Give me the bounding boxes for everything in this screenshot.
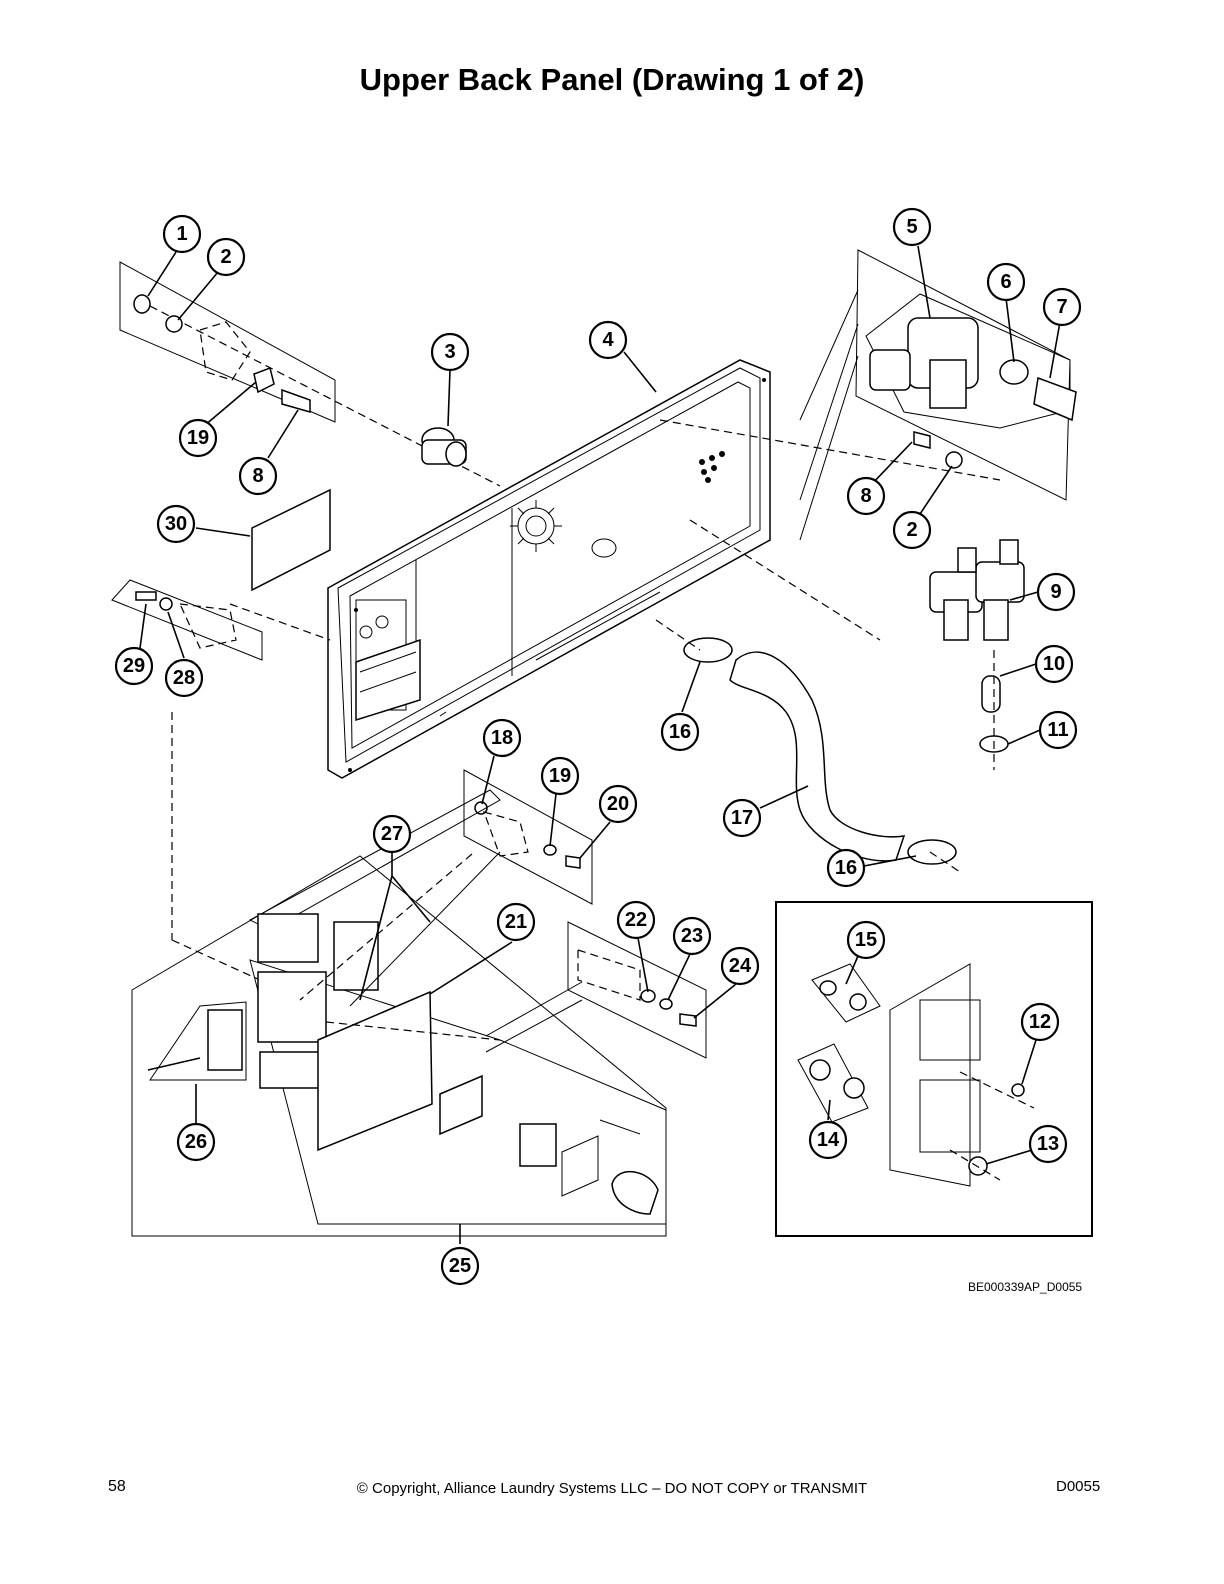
exploded-group-18-20 xyxy=(463,769,593,905)
footer-doc-code: D0055 xyxy=(1056,1478,1101,1495)
callout-12: 12 xyxy=(1020,1002,1060,1042)
svg-text:28: 28 xyxy=(173,667,195,689)
svg-text:24: 24 xyxy=(729,955,752,977)
callout-22: 22 xyxy=(616,900,656,940)
svg-text:5: 5 xyxy=(906,216,917,238)
part-knob xyxy=(421,427,467,467)
callout-13: 13 xyxy=(1028,1124,1068,1164)
svg-text:9: 9 xyxy=(1050,581,1061,603)
back-panel xyxy=(327,359,771,779)
callout-19: 19 xyxy=(178,418,218,458)
exploded-group-switch-assembly xyxy=(131,789,667,1237)
callout-16: 16 xyxy=(826,848,866,888)
callout-25: 25 xyxy=(440,1246,480,1286)
svg-text:12: 12 xyxy=(1029,1011,1051,1033)
part-tube xyxy=(981,675,1001,713)
callout-14: 14 xyxy=(808,1120,848,1160)
svg-text:25: 25 xyxy=(449,1255,471,1277)
callout-1: 1 xyxy=(162,214,202,254)
callout-15: 15 xyxy=(846,920,886,960)
callout-24: 24 xyxy=(720,946,760,986)
callout-11: 11 xyxy=(1038,710,1078,750)
svg-text:26: 26 xyxy=(185,1131,207,1153)
svg-text:6: 6 xyxy=(1000,271,1011,293)
footer-page-number: 58 xyxy=(108,1478,126,1495)
svg-text:7: 7 xyxy=(1056,296,1067,318)
svg-text:8: 8 xyxy=(252,465,263,487)
svg-text:14: 14 xyxy=(817,1129,840,1151)
part-hose xyxy=(655,619,961,873)
svg-text:15: 15 xyxy=(855,929,877,951)
callout-2: 2 xyxy=(206,237,246,277)
callout-3: 3 xyxy=(430,332,470,372)
callout-7: 7 xyxy=(1042,287,1082,327)
svg-text:8: 8 xyxy=(860,485,871,507)
callout-27: 27 xyxy=(372,814,412,854)
callouts: 1 2 3 4 5 6 7 8 8 2 9 10 11 12 13 14 15 … xyxy=(114,207,1082,1286)
assembly-lines xyxy=(229,603,501,1007)
callout-21: 21 xyxy=(496,902,536,942)
callout-17: 17 xyxy=(722,798,762,838)
callout-8: 8 xyxy=(238,456,278,496)
svg-text:23: 23 xyxy=(681,925,703,947)
drawing-code: BE000339AP_D0055 xyxy=(968,1280,1083,1294)
callout-16: 16 xyxy=(660,712,700,752)
svg-text:11: 11 xyxy=(1047,719,1068,741)
callout-9: 9 xyxy=(1036,572,1076,612)
callout-6: 6 xyxy=(986,262,1026,302)
callout-4: 4 xyxy=(588,320,628,360)
svg-text:29: 29 xyxy=(123,655,145,677)
svg-text:17: 17 xyxy=(731,807,753,829)
footer-copyright: © Copyright, Alliance Laundry Systems LL… xyxy=(356,1480,868,1497)
svg-text:30: 30 xyxy=(165,513,187,535)
svg-text:19: 19 xyxy=(187,427,209,449)
svg-text:1: 1 xyxy=(176,223,187,245)
part-cover-plate xyxy=(251,488,331,592)
callout-20: 20 xyxy=(598,784,638,824)
callout-28: 28 xyxy=(164,658,204,698)
callout-2: 2 xyxy=(892,510,932,550)
callout-23: 23 xyxy=(672,916,712,956)
svg-text:18: 18 xyxy=(491,727,513,749)
callout-30: 30 xyxy=(156,504,196,544)
leader-lines xyxy=(139,245,1061,1244)
svg-text:4: 4 xyxy=(602,329,614,351)
svg-text:16: 16 xyxy=(835,857,857,879)
svg-text:10: 10 xyxy=(1043,653,1065,675)
callout-10: 10 xyxy=(1034,644,1074,684)
svg-text:27: 27 xyxy=(381,823,403,845)
callout-8: 8 xyxy=(846,476,886,516)
callout-18: 18 xyxy=(482,718,522,758)
svg-text:13: 13 xyxy=(1037,1133,1059,1155)
svg-text:2: 2 xyxy=(220,246,231,268)
exploded-group-left xyxy=(111,579,263,981)
svg-text:16: 16 xyxy=(669,721,691,743)
exploded-group-22-24 xyxy=(485,921,707,1059)
part-dual-water-valve xyxy=(929,539,1025,641)
callout-5: 5 xyxy=(892,207,932,247)
svg-text:22: 22 xyxy=(625,909,647,931)
svg-text:20: 20 xyxy=(607,793,629,815)
page-title: Upper Back Panel (Drawing 1 of 2) xyxy=(359,62,865,97)
svg-text:3: 3 xyxy=(444,341,455,363)
callout-19: 19 xyxy=(540,756,580,796)
exploded-group-valve xyxy=(659,249,1077,641)
svg-text:21: 21 xyxy=(505,911,527,933)
callout-29: 29 xyxy=(114,646,154,686)
callout-26: 26 xyxy=(176,1122,216,1162)
svg-text:19: 19 xyxy=(549,765,571,787)
svg-text:2: 2 xyxy=(906,519,917,541)
inset-box xyxy=(775,901,1093,1237)
